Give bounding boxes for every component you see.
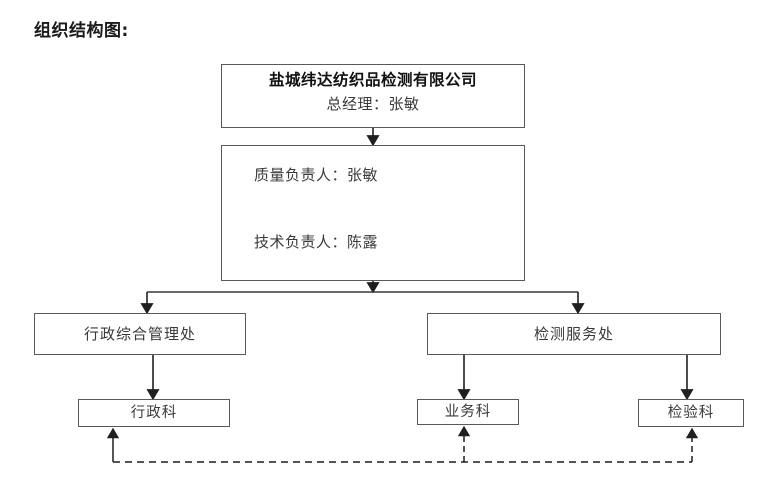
node-admin-dept[interactable]: 行政综合管理处 xyxy=(34,313,246,355)
node-inspection-section-label: 检验科 xyxy=(667,404,715,421)
node-admin-section[interactable]: 行政科 xyxy=(78,399,230,427)
node-leads[interactable]: 质量负责人：张敏 技术负责人：陈露 xyxy=(221,145,525,281)
node-technical-lead: 技术负责人：陈露 xyxy=(254,232,379,251)
node-company[interactable]: 盐城纬达纺织品检测有限公司 总经理：张敏 xyxy=(221,64,525,128)
node-test-dept-label: 检测服务处 xyxy=(533,324,614,343)
node-admin-section-label: 行政科 xyxy=(130,404,178,421)
node-company-general-manager: 总经理：张敏 xyxy=(326,95,420,114)
node-company-title: 盐城纬达纺织品检测有限公司 xyxy=(268,71,477,89)
node-test-dept[interactable]: 检测服务处 xyxy=(427,313,721,355)
node-quality-lead: 质量负责人：张敏 xyxy=(254,166,379,184)
node-admin-dept-label: 行政综合管理处 xyxy=(83,324,196,343)
node-business-section[interactable]: 业务科 xyxy=(417,399,519,425)
page-title: 组织结构图: xyxy=(34,21,129,41)
node-business-section-label: 业务科 xyxy=(444,403,492,420)
node-inspection-section[interactable]: 检验科 xyxy=(638,399,744,427)
